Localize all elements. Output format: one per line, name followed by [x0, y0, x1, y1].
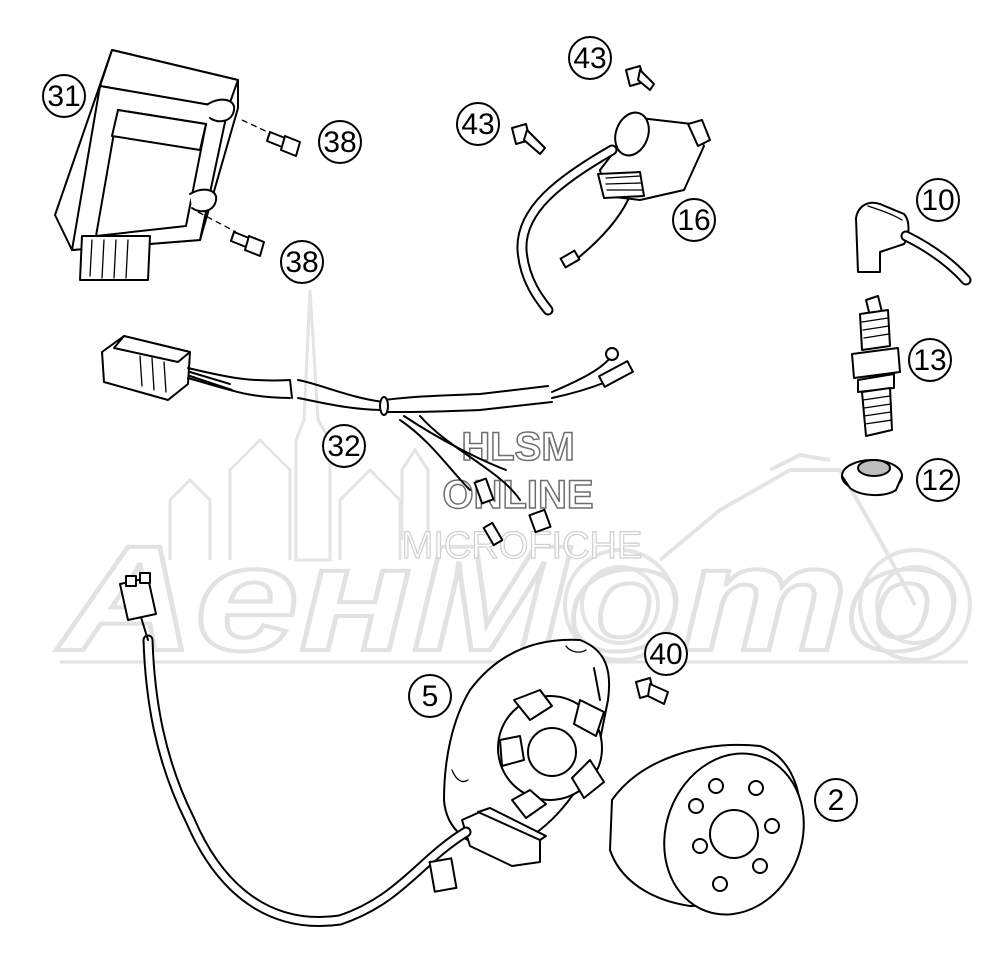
bolt-43-lower [511, 123, 546, 155]
callout-40: 40 [644, 632, 688, 676]
callout-38-upper: 38 [318, 120, 362, 164]
callout-43-lower: 43 [456, 102, 500, 146]
spark-plug [851, 295, 901, 437]
bolt-38-lower [197, 211, 265, 257]
ignition-coil [516, 111, 711, 316]
watermark-microfiche: MICROFICHE [402, 525, 643, 567]
svg-text:43: 43 [461, 108, 494, 141]
watermark-online: ONLINE [442, 473, 593, 517]
callout-38-lower: 38 [280, 240, 324, 284]
callouts: 31 38 38 43 43 16 10 13 [42, 36, 960, 822]
spark-plug-cap [855, 201, 972, 286]
svg-text:10: 10 [921, 184, 954, 217]
grommet [841, 459, 903, 496]
watermark-hlsm: HLSM [461, 425, 574, 469]
bolt-43-upper [625, 65, 655, 91]
flywheel [609, 744, 805, 916]
pickup-cable [119, 572, 472, 927]
cdi-unit [54, 49, 239, 281]
stator [443, 638, 611, 867]
svg-text:40: 40 [649, 638, 682, 671]
watermark-motorcycle [563, 452, 972, 662]
callout-2: 2 [814, 778, 858, 822]
svg-text:32: 32 [327, 430, 360, 463]
callout-13: 13 [908, 338, 952, 382]
callout-10: 10 [916, 178, 960, 222]
wiring-harness [101, 335, 634, 547]
svg-text:38: 38 [323, 126, 356, 159]
callout-12: 12 [916, 458, 960, 502]
callout-5: 5 [408, 674, 452, 718]
svg-text:13: 13 [913, 344, 946, 377]
svg-text:12: 12 [921, 464, 954, 497]
callout-32: 32 [322, 424, 366, 468]
svg-text:5: 5 [422, 680, 439, 713]
bolt-38-upper [241, 119, 301, 157]
svg-text:16: 16 [677, 204, 710, 237]
watermark: AенМото HLSM ONLINE MICROFICHE [53, 289, 972, 684]
svg-text:43: 43 [573, 42, 606, 75]
callout-31: 31 [42, 74, 86, 118]
svg-text:31: 31 [47, 80, 80, 113]
callout-43-upper: 43 [568, 36, 612, 80]
svg-text:38: 38 [285, 246, 318, 279]
watermark-church-silhouette [168, 289, 430, 562]
callout-16: 16 [672, 198, 716, 242]
svg-text:2: 2 [828, 784, 845, 817]
bolt-40 [635, 677, 669, 705]
